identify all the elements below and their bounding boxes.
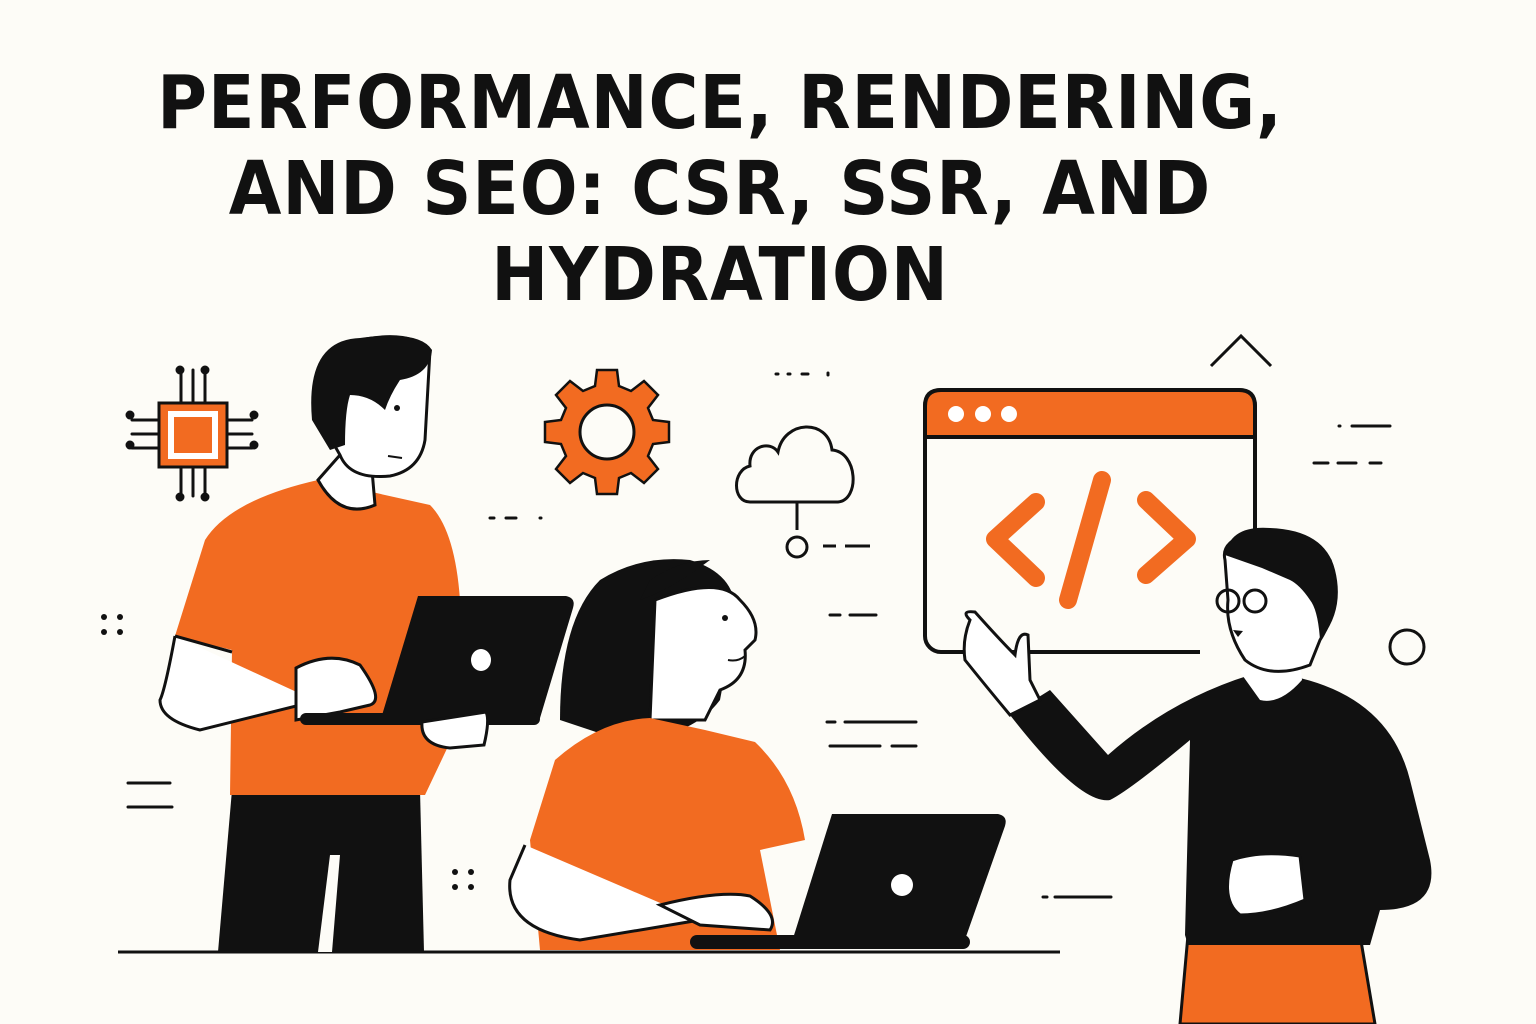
- decorative-dots: [101, 614, 474, 890]
- person-presenter: [962, 527, 1432, 1024]
- title-line-1: PERFORMANCE, RENDERING,: [157, 60, 1283, 146]
- page-title: PERFORMANCE, RENDERING, AND SEO: CSR, SS…: [58, 60, 1383, 318]
- gear-icon: [543, 368, 671, 496]
- cpu-chip-icon: [125, 365, 259, 502]
- glasses-left-lens: [1215, 588, 1241, 614]
- window-dot-3: [1001, 406, 1017, 422]
- window-dot-2: [975, 406, 991, 422]
- circle-icon: [1388, 628, 1426, 666]
- title-line-2: AND SEO: CSR, SSR, AND: [228, 146, 1212, 232]
- chevron-up-icon: [1209, 333, 1273, 368]
- code-window: [923, 388, 1260, 656]
- decorative-dashes: [126, 371, 1392, 899]
- person-seated-woman: [508, 559, 1006, 950]
- window-dot-1: [948, 406, 964, 422]
- glasses-right-lens: [1242, 588, 1268, 614]
- title-line-3: HYDRATION: [491, 232, 949, 318]
- person-standing-man: [158, 335, 574, 952]
- cloud-icon: [735, 425, 870, 559]
- code-symbol-icon: [986, 471, 1196, 609]
